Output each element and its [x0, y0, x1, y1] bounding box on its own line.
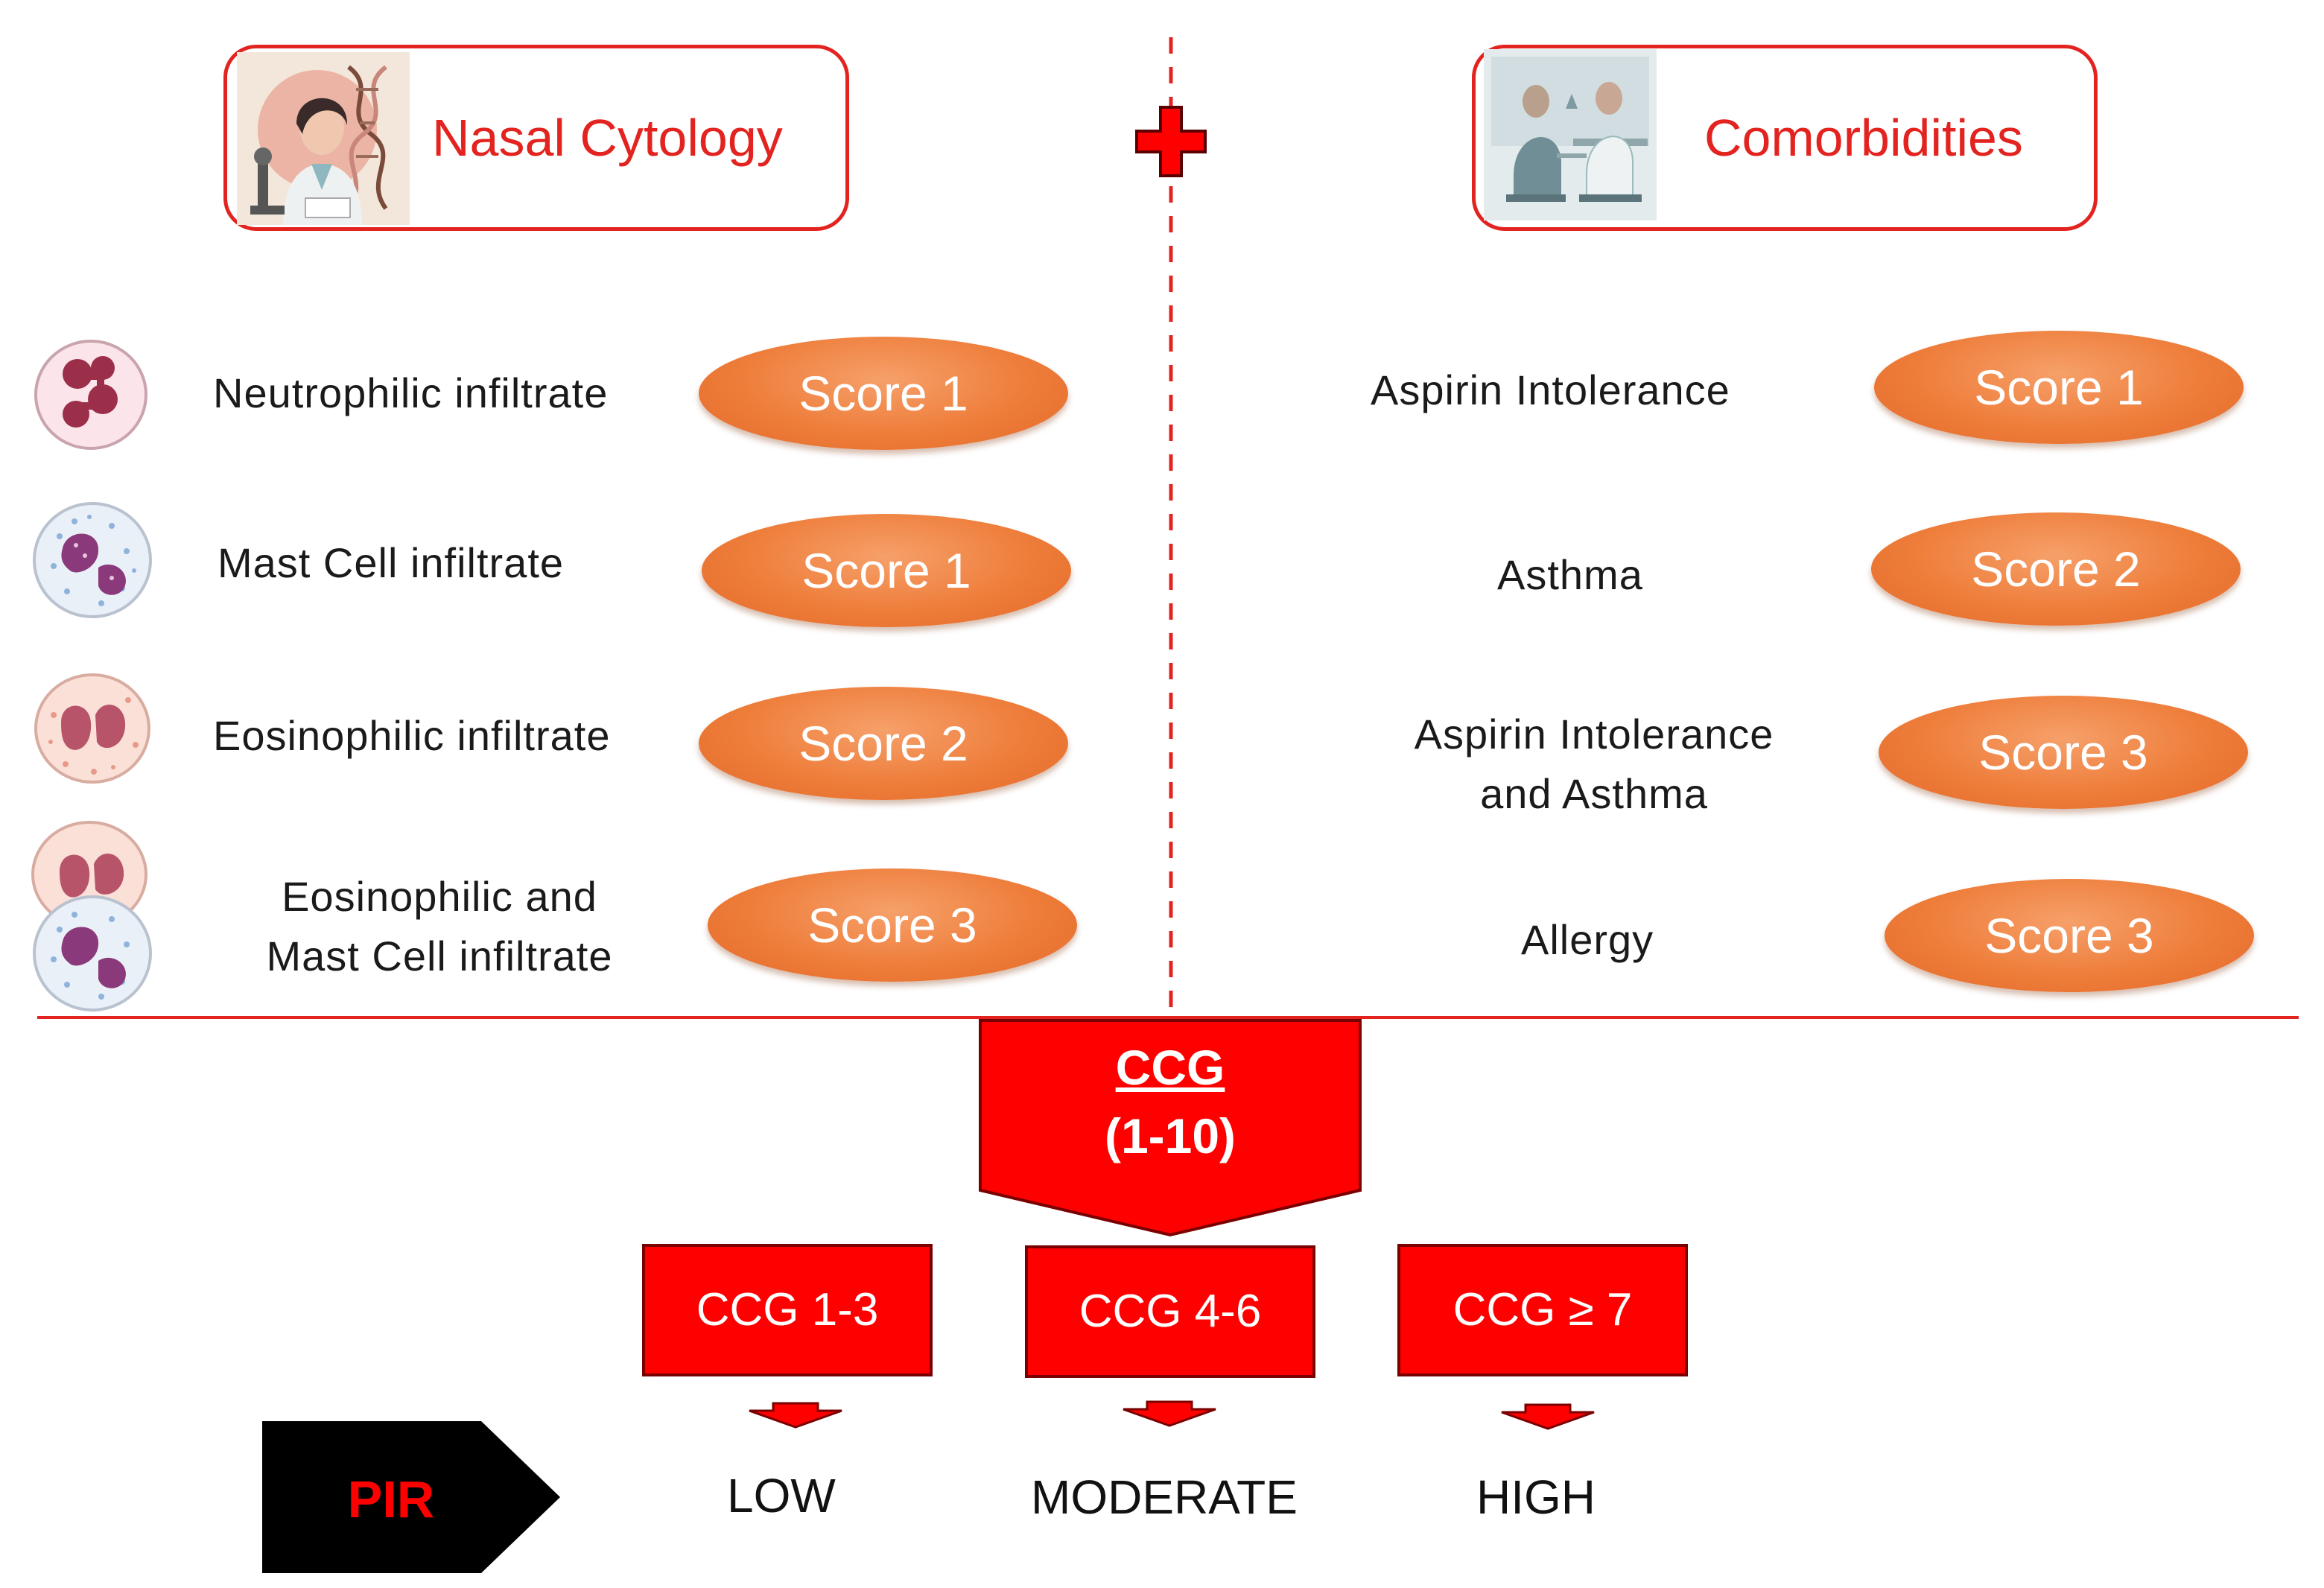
score-pill: Score 1	[702, 514, 1071, 627]
score-pill-label: Score 1	[1974, 360, 2144, 415]
left-item-label-line2: Mast Cell infiltrate	[266, 933, 613, 979]
down-arrow-icon	[1123, 1400, 1216, 1427]
score-pill: Score 3	[708, 868, 1077, 982]
score-pill-label: Score 2	[799, 716, 968, 771]
eosinophil-cell-icon	[34, 673, 150, 784]
score-pill: Score 3	[1879, 696, 2248, 809]
score-pill: Score 2	[699, 687, 1068, 800]
score-pill-label: Score 3	[1978, 725, 2148, 780]
left-item-label: Eosinophilic infiltrate	[213, 712, 611, 759]
horizontal-separator	[37, 1016, 2299, 1019]
center-dashed-divider	[1169, 37, 1173, 1020]
level-low: LOW	[727, 1469, 836, 1522]
left-item-label-line1: Eosinophilic and	[282, 873, 597, 920]
ccg-range: (1-10)	[1104, 1108, 1236, 1163]
eosinophil-cell-icon	[31, 821, 147, 916]
level-moderate: MODERATE	[1031, 1470, 1298, 1524]
doctor-microscope-dna-illustration	[237, 52, 410, 225]
left-item-label: Eosinophilic and Mast Cell infiltrate	[223, 867, 655, 986]
score-pill: Score 1	[1874, 331, 2244, 444]
pir-arrow-shape	[262, 1421, 560, 1573]
left-item-label: Mast Cell infiltrate	[218, 539, 565, 586]
ccg-group-low: CCG 1-3	[642, 1244, 933, 1376]
right-item-label: Aspirin Intolerance and Asthma	[1371, 705, 1817, 824]
pir-label: PIR	[347, 1470, 435, 1528]
right-item-label-line2: and Asthma	[1480, 770, 1708, 817]
comorbidities-title: Comorbidities	[1704, 109, 2023, 167]
ccg-title: CCG	[1115, 1040, 1225, 1095]
score-pill-label: Score 1	[799, 366, 968, 421]
ccg-group-label: CCG 1-3	[696, 1284, 879, 1335]
right-item-label-line1: Aspirin Intolerance	[1414, 711, 1774, 758]
score-pill: Score 1	[699, 337, 1068, 450]
level-high: HIGH	[1476, 1470, 1596, 1524]
score-pill-label: Score 1	[801, 543, 971, 598]
neutrophil-cell-icon	[34, 340, 147, 450]
right-item-label: Asthma	[1497, 551, 1643, 598]
mast-cell-icon	[33, 895, 152, 1011]
score-pill-label: Score 3	[807, 898, 977, 953]
score-pill-label: Score 3	[1984, 908, 2154, 963]
score-pill: Score 3	[1885, 879, 2254, 992]
ccg-group-label: CCG ≥ 7	[1452, 1284, 1633, 1335]
left-item-label: Neutrophilic infiltrate	[213, 369, 609, 416]
ccg-group-label: CCG 4-6	[1079, 1286, 1262, 1337]
nasal-cytology-title: Nasal Cytology	[432, 109, 783, 167]
mast-cell-icon	[33, 502, 152, 618]
right-item-label: Aspirin Intolerance	[1371, 366, 1730, 413]
doctor-patient-consultation-illustration	[1484, 49, 1657, 220]
right-item-label: Allergy	[1521, 916, 1654, 963]
ccg-pentagon-shape	[979, 1019, 1362, 1237]
down-arrow-icon	[749, 1402, 842, 1429]
score-pill: Score 2	[1871, 512, 2241, 626]
score-pill-label: Score 2	[1971, 541, 2141, 597]
ccg-group-moderate: CCG 4-6	[1025, 1245, 1315, 1378]
down-arrow-icon	[1501, 1403, 1595, 1430]
ccg-group-high: CCG ≥ 7	[1397, 1244, 1688, 1376]
red-plus-icon	[1135, 106, 1207, 177]
